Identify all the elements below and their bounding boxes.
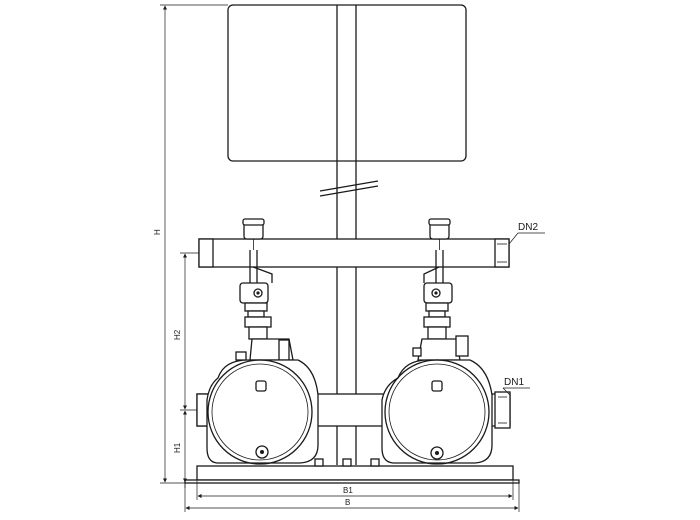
- label-b: B: [345, 498, 350, 507]
- label-dn1: DN1: [504, 377, 524, 388]
- control-cabinet: [227, 4, 467, 162]
- discharge-manifold: [198, 238, 510, 268]
- label-h: H: [153, 229, 162, 235]
- label-dn2: DN2: [518, 222, 538, 233]
- label-h2: H2: [173, 329, 182, 340]
- pump-right: [381, 218, 493, 465]
- label-h1: H1: [173, 442, 182, 453]
- label-b1: B1: [343, 486, 353, 495]
- column-break-marks: [319, 180, 379, 197]
- dimension-lines: [160, 4, 545, 512]
- pump-left: [206, 218, 319, 465]
